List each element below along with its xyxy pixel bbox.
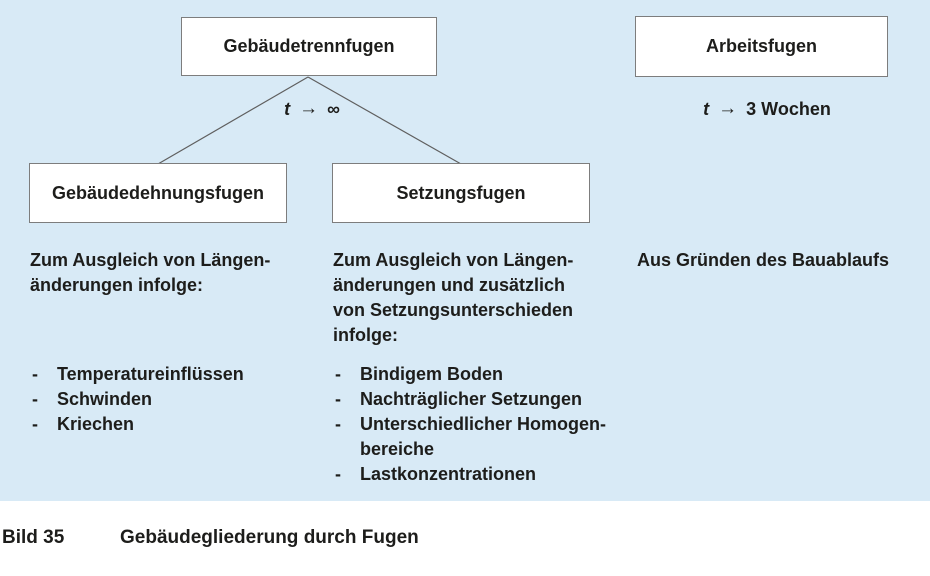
bullet-dash: - [335, 414, 341, 434]
right-arrow-icon: → [718, 98, 738, 119]
bullet-dash: - [335, 364, 341, 384]
list-item: - Nachträglicher Setzungen [333, 387, 638, 412]
column-arbeitsfugen-intro: Aus Gründen des Bauablaufs [637, 250, 890, 270]
bullet-dash: - [32, 389, 38, 409]
right-arrow-icon: → [299, 98, 319, 119]
edge-target: ∞ [327, 99, 340, 119]
box-gebaeudetrennfugen: Gebäudetrennfugen [181, 17, 437, 76]
box-setzungsfugen: Setzungsfugen [332, 163, 590, 223]
box-arbeitsfugen: Arbeitsfugen [635, 16, 888, 77]
list-item: - Schwinden [30, 387, 325, 412]
edge-target: 3 Wochen [746, 99, 831, 119]
edge-annotation-t-3-wochen: t → 3 Wochen [703, 98, 831, 121]
list-item: - Bindigem Boden [333, 362, 638, 387]
edge-variable: t [284, 99, 291, 119]
list-item: - Kriechen [30, 412, 325, 437]
column-dehnungsfugen-list: - Temperatureinflüssen - Schwinden - Kri… [30, 362, 325, 437]
diagram-panel [0, 0, 930, 501]
box-gebaeudedehnungsfugen: Gebäudedehnungsfugen [29, 163, 287, 223]
box-gebaeudedehnungsfugen-label: Gebäudedehnungsfugen [51, 182, 264, 203]
bullet-dash: - [32, 364, 38, 384]
bullet-dash: - [32, 414, 38, 434]
list-item-text: Unterschiedlicher Homogen- bereiche [360, 414, 607, 459]
bullet-dash: - [335, 389, 341, 409]
list-item: - Unterschiedlicher Homogen- bereiche [333, 412, 638, 462]
list-item-text: Schwinden [57, 389, 153, 409]
list-item-text: Kriechen [57, 414, 135, 434]
figure-caption-label: Bild 35 [2, 527, 65, 548]
column-setzungsfugen-intro: Zum Ausgleich von Längen- änderungen und… [333, 250, 574, 345]
box-setzungsfugen-label: Setzungsfugen [396, 182, 526, 203]
edge-annotation-t-infinity: t → ∞ [284, 98, 340, 121]
list-item: - Temperatureinflüssen [30, 362, 325, 387]
list-item-text: Lastkonzentrationen [360, 464, 537, 484]
list-item: - Lastkonzentrationen [333, 462, 638, 487]
list-item-text: Nachträglicher Setzungen [360, 389, 583, 409]
list-item-text: Bindigem Boden [360, 364, 503, 384]
box-arbeitsfugen-label: Arbeitsfugen [705, 36, 817, 56]
column-dehnungsfugen-intro: Zum Ausgleich von Längen- änderungen inf… [30, 250, 271, 295]
box-gebaeudetrennfugen-label: Gebäudetrennfugen [223, 36, 395, 56]
edge-variable: t [703, 99, 710, 119]
list-item-text: Temperatureinflüssen [57, 364, 244, 384]
column-setzungsfugen-list: - Bindigem Boden - Nachträglicher Setzun… [333, 362, 638, 487]
bullet-dash: - [335, 464, 341, 484]
figure-caption-title: Gebäudegliederung durch Fugen [120, 527, 419, 548]
figure-caption: Bild 35 Gebäudegliederung durch Fugen [2, 527, 419, 549]
